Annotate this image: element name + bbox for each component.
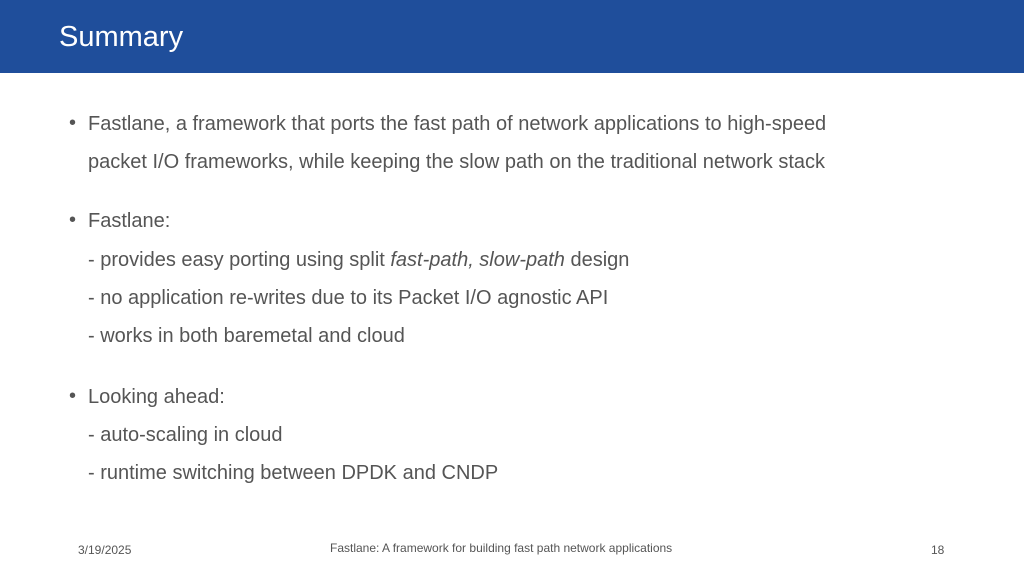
summary-line-2: packet I/O frameworks, while keeping the…: [88, 151, 826, 173]
summary-line-1: Fastlane, a framework that ports the fas…: [88, 113, 827, 135]
fastlane-heading: Fastlane:: [88, 210, 171, 232]
bullet-icon: •: [69, 209, 77, 231]
slide-title: Summary: [59, 21, 184, 53]
looking-ahead-item-switching: - runtime switching between DPDK and CND…: [88, 462, 499, 484]
looking-ahead-heading: Looking ahead:: [88, 386, 225, 408]
bullet-icon: •: [69, 385, 77, 407]
slide-number: 18: [931, 543, 945, 557]
footer-date: 3/19/2025: [78, 543, 132, 557]
fastlane-item-cloud: - works in both baremetal and cloud: [88, 325, 405, 347]
fastlane-item-api: - no application re-writes due to its Pa…: [88, 287, 609, 309]
fastlane-item-porting-suffix: design: [564, 249, 630, 271]
fastlane-item-porting: - provides easy porting using split fast…: [88, 248, 629, 272]
footer-caption: Fastlane: A framework for building fast …: [330, 541, 673, 555]
looking-ahead-item-autoscaling: - auto-scaling in cloud: [88, 424, 283, 446]
fastlane-item-porting-italic: fast-path, slow-path: [390, 249, 565, 271]
title-bar: Summary: [0, 0, 1024, 73]
fastlane-item-porting-prefix: - provides easy porting using split: [88, 249, 391, 271]
bullet-icon: •: [69, 112, 77, 134]
